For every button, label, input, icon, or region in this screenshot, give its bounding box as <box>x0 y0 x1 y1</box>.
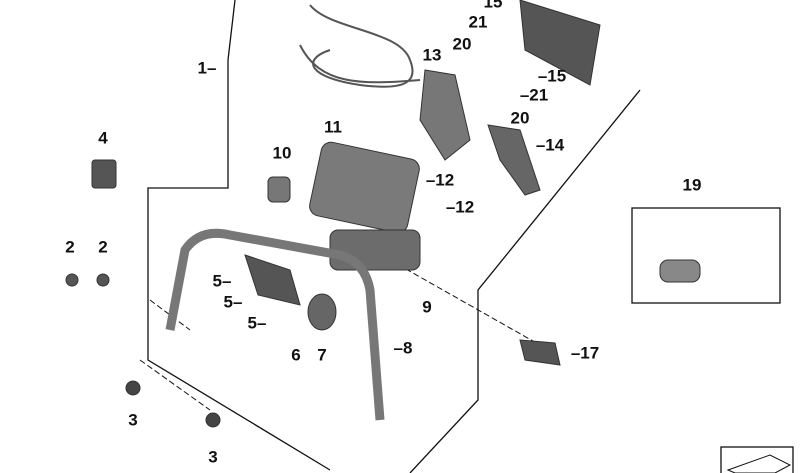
callout-13[interactable]: 13 <box>422 45 442 65</box>
plate-6 <box>244 254 301 306</box>
callout-4[interactable]: 4 <box>98 128 108 148</box>
callout-11[interactable]: 11 <box>324 117 342 137</box>
callout-19[interactable]: 19 <box>682 175 702 195</box>
plug-19 <box>659 259 701 283</box>
callout-12[interactable]: –12 <box>425 170 455 190</box>
leader-line <box>389 259 541 346</box>
assembly-boundary-line <box>147 0 331 471</box>
assembly-boundary-line-right <box>409 89 641 473</box>
nut-3b <box>205 412 221 428</box>
bolt-2 <box>65 273 79 287</box>
callout-5[interactable]: 5– <box>247 313 267 333</box>
callout-10[interactable]: 10 <box>272 143 292 163</box>
callout-15[interactable]: –15 <box>537 66 567 86</box>
clamp-7 <box>307 293 337 331</box>
orientation-icon-frame <box>720 446 794 473</box>
bracket-9 <box>329 229 421 271</box>
callout-5[interactable]: 5– <box>212 271 232 291</box>
control-unit-11 <box>309 141 420 234</box>
callout-15[interactable]: 15 <box>483 0 503 12</box>
leader-line <box>149 299 191 331</box>
frame-8 <box>165 228 385 421</box>
parts <box>65 0 701 428</box>
holder-13 <box>419 69 471 161</box>
kit-box-19 <box>631 207 781 304</box>
nut-3 <box>125 380 141 396</box>
callout-21[interactable]: 21 <box>468 12 488 32</box>
mount-plate-top <box>519 0 601 86</box>
callout-1[interactable]: 1– <box>197 58 217 78</box>
leader-line <box>139 359 211 411</box>
callout-3[interactable]: 3 <box>208 447 218 467</box>
callout-17[interactable]: –17 <box>570 343 600 363</box>
callout-2[interactable]: 2 <box>98 237 108 257</box>
callout-20[interactable]: 20 <box>510 108 530 128</box>
callout-12[interactable]: –12 <box>445 197 475 217</box>
callout-8[interactable]: –8 <box>393 338 413 358</box>
bolt-2b <box>96 273 110 287</box>
cable-harness <box>299 4 421 88</box>
callout-14[interactable]: –14 <box>535 135 565 155</box>
plug-17 <box>519 339 561 366</box>
callout-5[interactable]: 5– <box>223 292 243 312</box>
part-10 <box>267 176 291 203</box>
callout-2[interactable]: 2 <box>65 237 75 257</box>
callout-20[interactable]: 20 <box>452 34 472 54</box>
cover-14 <box>487 124 541 196</box>
part-4 <box>91 159 117 189</box>
callout-6[interactable]: 6 <box>291 345 301 365</box>
callout-7[interactable]: 7 <box>317 345 327 365</box>
callout-21[interactable]: –21 <box>519 85 549 105</box>
callout-9[interactable]: 9 <box>422 297 432 317</box>
orientation-arrow-icon <box>726 454 792 473</box>
callout-3[interactable]: 3 <box>128 410 138 430</box>
